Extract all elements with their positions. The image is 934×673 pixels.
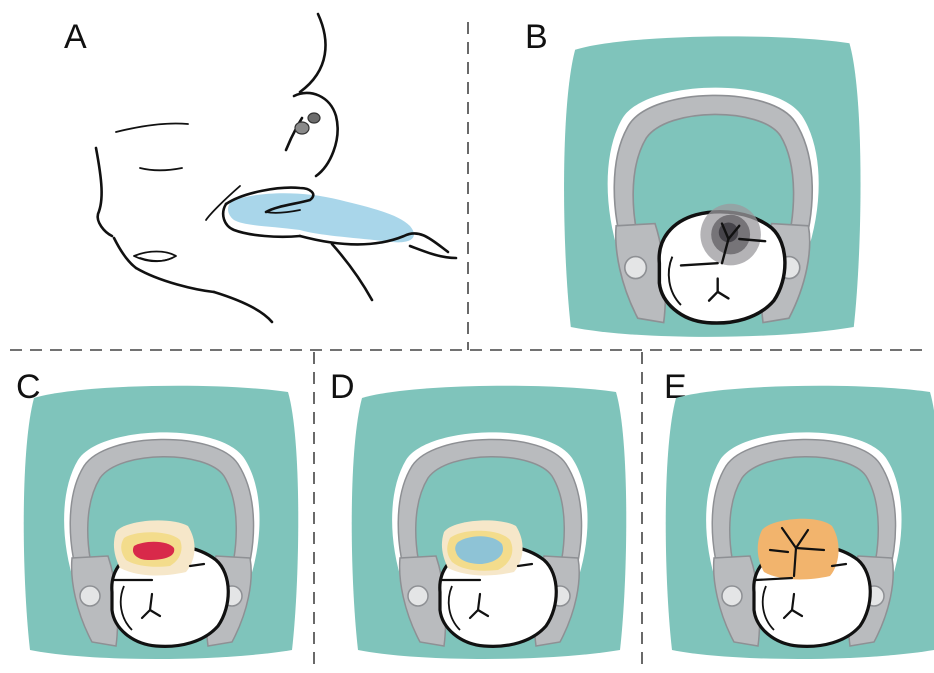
- ear-accessory: [295, 113, 320, 134]
- isolated-tooth-c: [24, 386, 299, 659]
- isolated-tooth-d: [352, 386, 627, 659]
- panel-b-label: B: [525, 18, 548, 56]
- gauze-pad: [223, 188, 456, 258]
- panel-c: C: [16, 368, 298, 659]
- panel-d-label: D: [330, 368, 355, 406]
- isolated-tooth-b: [564, 36, 860, 337]
- face-drawing: [96, 14, 372, 322]
- panel-d: D: [330, 368, 626, 659]
- isolated-tooth-e: [666, 386, 934, 659]
- panel-e: E: [664, 368, 934, 659]
- panel-a-label: A: [64, 18, 87, 56]
- panel-a: A: [64, 14, 456, 322]
- panel-b: B: [525, 18, 861, 337]
